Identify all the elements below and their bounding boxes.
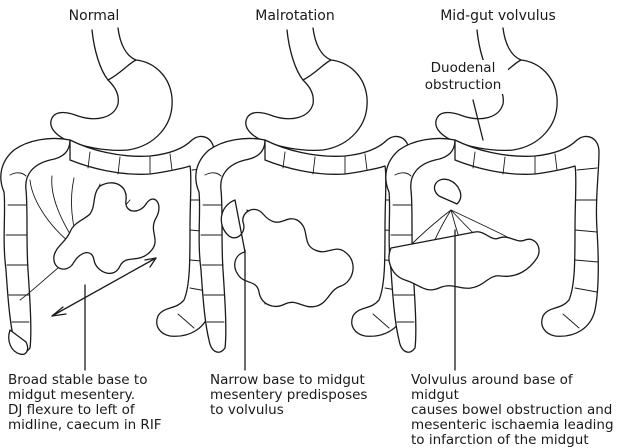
normal-anatomy xyxy=(1,28,214,370)
duodenal-obstruction-label: Duodenal obstruction xyxy=(418,60,508,94)
twist-knot xyxy=(434,179,460,204)
caption-midgut-volvulus: Volvulus around base of midgut causes bo… xyxy=(411,373,617,448)
malrotation-anatomy xyxy=(196,28,409,370)
caption-malrotation: Narrow base to midgut mesentery predispo… xyxy=(210,373,400,418)
caption-normal: Broad stable base to midgut mesentery. D… xyxy=(8,373,198,433)
